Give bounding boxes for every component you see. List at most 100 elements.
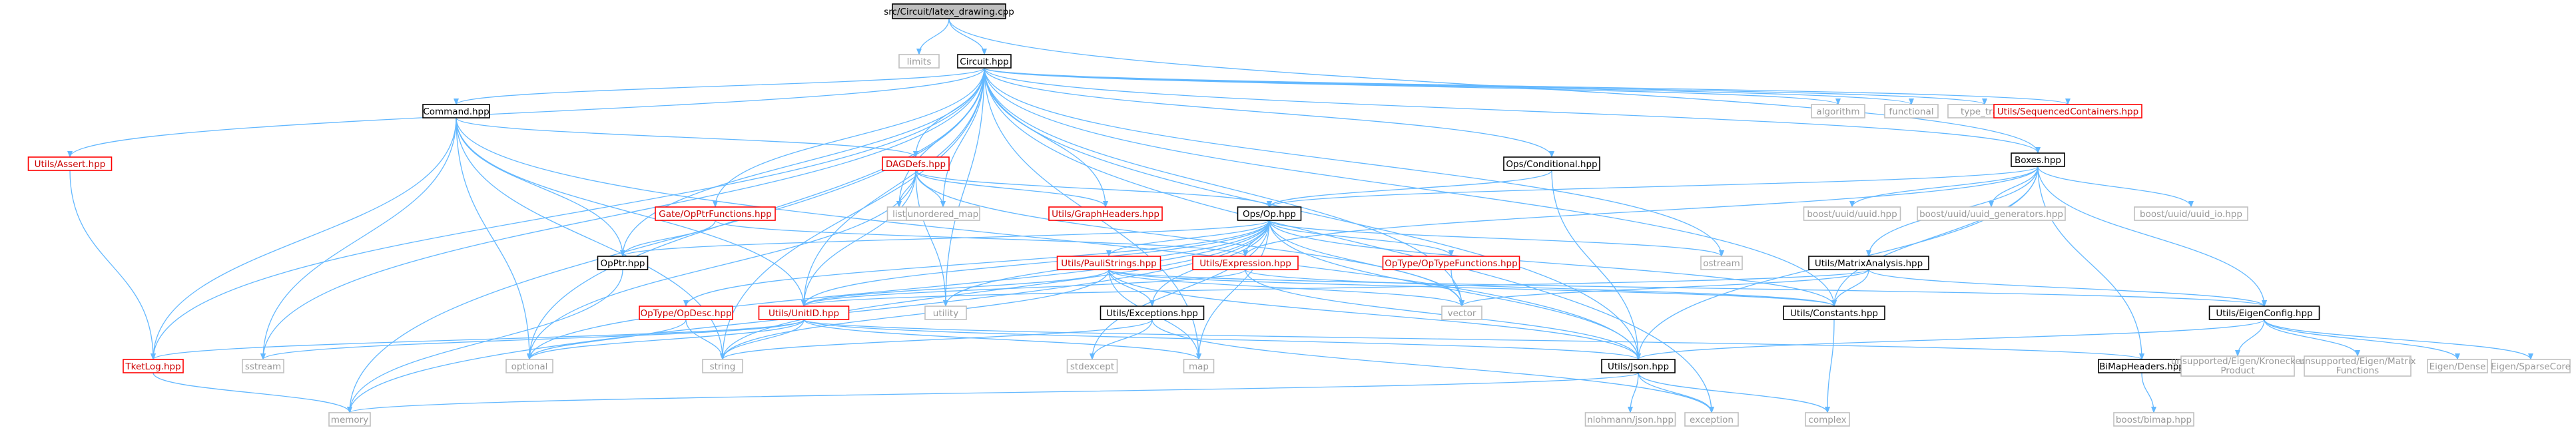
node-label: nlohmann/json.hpp xyxy=(1587,415,1674,425)
node-label: algorithm xyxy=(1816,107,1859,117)
node-label: Utils/SequencedContainers.hpp xyxy=(1997,107,2138,117)
node-root[interactable]: src/Circuit/latex_drawing.cpp xyxy=(884,3,1014,19)
edge-op-to-string xyxy=(720,220,1270,360)
node-expression[interactable]: Utils/Expression.hpp xyxy=(1192,256,1299,270)
node-circuit[interactable]: Circuit.hpp xyxy=(957,54,1012,69)
edge-circuit-to-functional xyxy=(984,67,1914,105)
node-box xyxy=(655,206,776,221)
node-constants[interactable]: Utils/Constants.hpp xyxy=(1783,306,1885,320)
node-label: sstream xyxy=(245,361,281,372)
node-label: Utils/EigenConfig.hpp xyxy=(2216,308,2312,319)
node-box xyxy=(1584,412,1676,427)
node-dagdefs[interactable]: DAGDefs.hpp xyxy=(882,156,950,171)
node-boxes[interactable]: Boxes.hpp xyxy=(2011,152,2065,167)
node-box xyxy=(505,359,553,373)
node-bimap[interactable]: BiMapHeaders.hpp xyxy=(2098,359,2186,373)
edge-exceptions-to-stdexcept xyxy=(1090,319,1153,360)
edge-op-to-optype_fn xyxy=(1269,220,1454,257)
edge-constants-to-complex xyxy=(1825,319,1835,413)
edge-optype_desc-to-string xyxy=(685,319,725,360)
node-utils-assert[interactable]: Utils/Assert.hpp xyxy=(27,156,113,171)
edge-command-to-tketlog xyxy=(151,117,457,360)
edge-gate_ptr-to-opptr xyxy=(620,220,716,257)
edge-command-to-unitid xyxy=(456,117,806,307)
node-box xyxy=(1884,104,1939,118)
node-label: src/Circuit/latex_drawing.cpp xyxy=(884,7,1014,17)
node-box xyxy=(882,156,950,171)
node-seqcont[interactable]: Utils/SequencedContainers.hpp xyxy=(1993,104,2142,118)
edge-pauli-to-json xyxy=(1108,269,1641,360)
node-utility: utility xyxy=(924,306,967,320)
node-box xyxy=(123,359,184,373)
node-label: utility xyxy=(933,308,958,319)
node-label: boost/uuid/uuid_io.hpp xyxy=(2140,209,2242,220)
node-graphheaders[interactable]: Utils/GraphHeaders.hpp xyxy=(1048,206,1163,221)
edge-circuit-to-sstream xyxy=(260,67,985,360)
edge-circuit-to-conditional xyxy=(984,67,1554,158)
node-box xyxy=(1811,104,1865,118)
edge-json-to-nlohmann xyxy=(1628,372,1639,413)
edge-json-to-exception xyxy=(1638,372,1714,413)
node-ostream: ostream xyxy=(1700,256,1743,270)
node-box xyxy=(1441,306,1482,320)
node-sstream: sstream xyxy=(242,359,284,373)
edge-optype_desc-to-optional xyxy=(527,319,687,360)
edge-pauli-to-vector xyxy=(1108,269,1464,307)
edge-boxes-to-uuid_io xyxy=(2037,166,2194,208)
edge-expression-to-constants xyxy=(1245,269,1837,307)
edge-matrix-to-vector xyxy=(1459,269,1869,307)
node-box xyxy=(1601,359,1676,373)
node-eigenconfig[interactable]: Utils/EigenConfig.hpp xyxy=(2208,306,2320,320)
node-box xyxy=(1783,306,1885,320)
node-box xyxy=(957,54,1012,69)
node-box xyxy=(2208,306,2320,320)
node-memory: memory xyxy=(328,412,371,427)
edge-circuit-to-constants xyxy=(984,67,1837,307)
node-vector: vector xyxy=(1441,306,1482,320)
node-unitid[interactable]: Utils/UnitID.hpp xyxy=(758,306,850,320)
edge-circuit-to-exception xyxy=(984,67,1714,413)
node-box xyxy=(2011,152,2065,167)
node-optype-fn[interactable]: OpType/OpTypeFunctions.hpp xyxy=(1382,256,1520,270)
node-label: Utils/Exceptions.hpp xyxy=(1106,308,1198,319)
node-box xyxy=(1382,256,1520,270)
node-label: Utils/Expression.hpp xyxy=(1199,258,1291,269)
node-box xyxy=(2134,206,2248,221)
edge-command-to-dagdefs xyxy=(456,117,918,158)
node-label: stdexcept xyxy=(1070,361,1114,372)
node-list: list xyxy=(886,206,912,221)
node-box xyxy=(1993,104,2142,118)
node-uuid: boost/uuid/uuid.hpp xyxy=(1803,206,1901,221)
node-gate-ptr[interactable]: Gate/OpPtrFunctions.hpp xyxy=(655,206,776,221)
node-limits: limits xyxy=(898,54,940,69)
edge-conditional-to-json xyxy=(1551,170,1641,360)
node-opptr[interactable]: OpPtr.hpp xyxy=(597,256,649,270)
node-label: Utils/Constants.hpp xyxy=(1790,308,1878,319)
node-box xyxy=(1805,412,1850,427)
node-op[interactable]: Ops/Op.hpp xyxy=(1237,206,1302,221)
edge-dagdefs-to-optional xyxy=(527,170,916,360)
node-conditional[interactable]: Ops/Conditional.hpp xyxy=(1503,156,1600,171)
edge-unitid-to-json xyxy=(803,319,1641,360)
node-box xyxy=(2180,355,2295,377)
node-box xyxy=(1056,256,1161,270)
node-box xyxy=(1237,206,1302,221)
node-json[interactable]: Utils/Json.hpp xyxy=(1601,359,1676,373)
node-exceptions[interactable]: Utils/Exceptions.hpp xyxy=(1100,306,1205,320)
node-label: list xyxy=(892,209,906,220)
edge-circuit-to-json xyxy=(984,67,1641,360)
node-label: unordered_map xyxy=(908,209,978,220)
node-tketlog[interactable]: TketLog.hpp xyxy=(123,359,184,373)
node-matrix[interactable]: Utils/MatrixAnalysis.hpp xyxy=(1808,256,1929,270)
node-optype-desc[interactable]: OpType/OpDesc.hpp xyxy=(639,306,733,320)
node-label: Circuit.hpp xyxy=(960,57,1008,67)
edge-op-to-optional xyxy=(527,220,1270,360)
node-pauli[interactable]: Utils/PauliStrings.hpp xyxy=(1056,256,1161,270)
edge-circuit-to-utility xyxy=(943,67,985,307)
node-command[interactable]: Command.hpp xyxy=(422,104,490,118)
node-box xyxy=(328,412,371,427)
edge-op-to-json xyxy=(1269,220,1641,360)
edge-json-to-complex xyxy=(1638,372,1830,413)
